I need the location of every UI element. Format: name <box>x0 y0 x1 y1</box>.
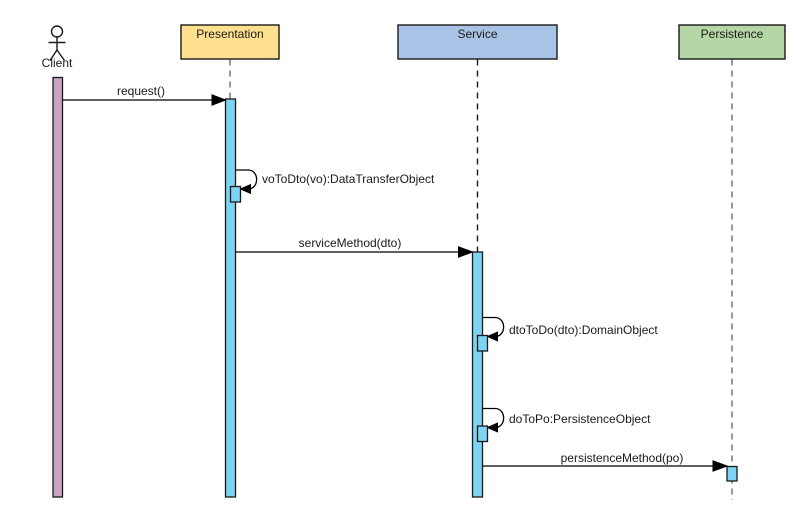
actor-icon <box>48 25 66 61</box>
message-dtotodo-label: dtoToDo(dto):DomainObject <box>509 323 658 337</box>
activation-presentation <box>224 98 237 498</box>
participant-service-box <box>397 24 558 60</box>
client-actor: Client <box>42 25 73 70</box>
message-persistencemethod-label: persistenceMethod(po) <box>561 451 684 465</box>
message-votodto-label: voToDto(vo):DataTransferObject <box>262 172 435 186</box>
message-votodto-self-call: voToDto(vo):DataTransferObject <box>235 169 435 195</box>
participant-presentation: Presentation <box>180 24 280 60</box>
message-request: request() <box>62 84 227 106</box>
message-request-arrowhead-icon <box>211 94 227 106</box>
message-servicemethod: serviceMethod(dto) <box>235 236 474 258</box>
message-dotopo-self-call: doToPo:PersistenceObject <box>482 407 651 433</box>
activation-client <box>52 76 64 498</box>
message-servicemethod-arrowhead-icon <box>458 246 474 258</box>
message-persistencemethod-arrowhead-icon <box>712 460 729 472</box>
message-dtotodo-arrowhead-icon <box>486 331 498 342</box>
activation-service-nested-2 <box>476 425 489 443</box>
message-votodto-arrowhead-icon <box>239 183 251 195</box>
activation-service <box>471 251 484 498</box>
client-actor-label: Client <box>42 56 73 70</box>
message-request-label: request() <box>117 84 165 98</box>
participant-persistence-label: Persistence <box>701 27 764 41</box>
participant-service-label: Service <box>457 27 497 41</box>
activation-service-nested-1 <box>476 334 489 352</box>
participant-presentation-label: Presentation <box>196 27 263 41</box>
participant-persistence-box <box>678 24 786 60</box>
message-dotopo-label: doToPo:PersistenceObject <box>509 412 651 426</box>
activation-presentation-nested <box>229 185 242 203</box>
participant-service: Service <box>397 24 558 60</box>
message-dotopo-arrowhead-icon <box>486 422 498 433</box>
participant-persistence: Persistence <box>678 24 786 60</box>
activation-persistence <box>726 465 738 482</box>
participant-presentation-box <box>180 24 280 60</box>
message-dtotodo-self-call: dtoToDo(dto):DomainObject <box>482 316 658 342</box>
message-persistencemethod: persistenceMethod(po) <box>482 451 729 472</box>
message-servicemethod-label: serviceMethod(dto) <box>299 236 402 250</box>
